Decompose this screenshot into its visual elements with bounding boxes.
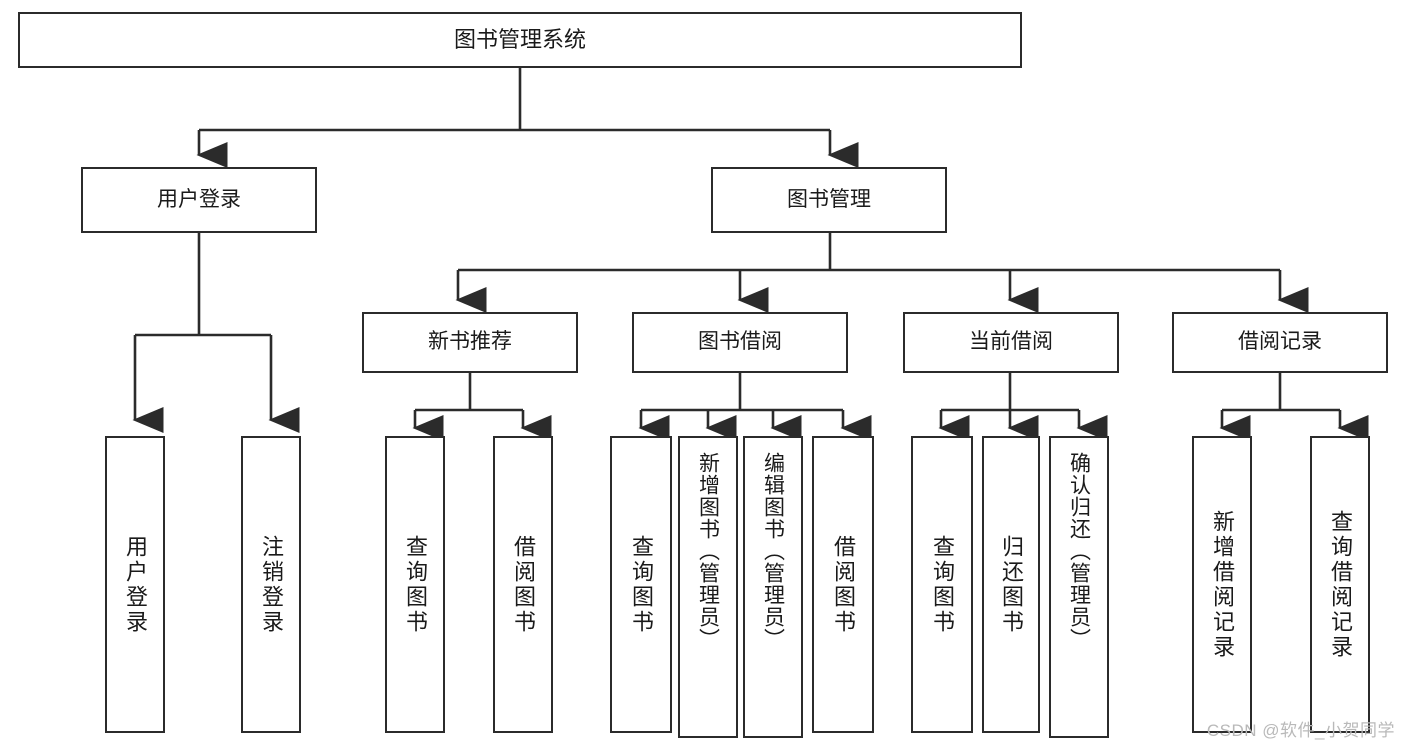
node-new-book-recommendation[interactable]: 新书推荐 [362, 312, 578, 373]
leaf-new-book-query-books[interactable]: 查询图书 [385, 436, 445, 733]
node-label: 用户登录 [157, 187, 241, 211]
leaf-current-borrow-return-books[interactable]: 归还图书 [982, 436, 1040, 733]
node-label: 借阅图书 [831, 534, 856, 635]
node-label: 查询图书 [930, 534, 955, 635]
leaf-user-login-signin[interactable]: 用户登录 [105, 436, 165, 733]
node-label: 借阅图书 [511, 534, 536, 635]
leaf-borrow-records-query-record[interactable]: 查询借阅记录 [1310, 436, 1370, 733]
node-label: 图书管理 [787, 187, 871, 211]
node-label: 归还图书 [999, 534, 1024, 635]
node-label: 查询借阅记录 [1328, 509, 1353, 660]
leaf-book-borrow-add-book-admin[interactable]: 新增图书（管理员） [678, 436, 738, 738]
node-root-library-management-system[interactable]: 图书管理系统 [18, 12, 1022, 68]
leaf-current-borrow-confirm-return-admin[interactable]: 确认归还（管理员） [1049, 436, 1109, 738]
node-label: 查询图书 [403, 534, 428, 635]
node-label: 注销登录 [259, 534, 284, 635]
leaf-current-borrow-query-books[interactable]: 查询图书 [911, 436, 973, 733]
node-book-management[interactable]: 图书管理 [711, 167, 947, 233]
node-label: 确认归还（管理员） [1067, 452, 1091, 650]
node-label: 借阅记录 [1238, 330, 1322, 354]
node-label: 新书推荐 [428, 330, 512, 354]
node-label: 用户登录 [123, 534, 148, 635]
node-current-borrowing[interactable]: 当前借阅 [903, 312, 1119, 373]
node-user-login[interactable]: 用户登录 [81, 167, 317, 233]
node-label: 编辑图书（管理员） [761, 452, 785, 650]
leaf-new-book-borrow-books[interactable]: 借阅图书 [493, 436, 553, 733]
node-book-borrowing[interactable]: 图书借阅 [632, 312, 848, 373]
leaf-book-borrow-query-books[interactable]: 查询图书 [610, 436, 672, 733]
leaf-user-login-signout[interactable]: 注销登录 [241, 436, 301, 733]
node-label: 新增借阅记录 [1210, 509, 1235, 660]
node-label: 图书借阅 [698, 330, 782, 354]
node-label: 新增图书（管理员） [696, 452, 720, 650]
leaf-book-borrow-borrow-books[interactable]: 借阅图书 [812, 436, 874, 733]
node-label: 当前借阅 [969, 330, 1053, 354]
leaf-borrow-records-add-record[interactable]: 新增借阅记录 [1192, 436, 1252, 733]
leaf-book-borrow-edit-book-admin[interactable]: 编辑图书（管理员） [743, 436, 803, 738]
node-borrowing-records[interactable]: 借阅记录 [1172, 312, 1388, 373]
node-label: 图书管理系统 [453, 27, 586, 53]
node-label: 查询图书 [629, 534, 654, 635]
